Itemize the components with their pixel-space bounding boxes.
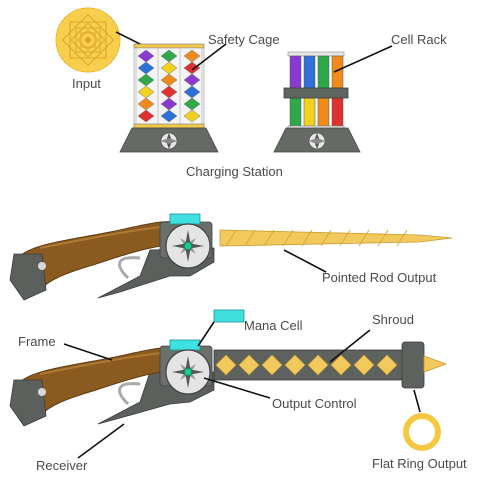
rod-stripe bbox=[320, 229, 332, 247]
flat-ring-output-label: Flat Ring Output bbox=[372, 456, 467, 471]
mana-cell-top bbox=[169, 213, 201, 225]
rod-stripe bbox=[244, 229, 256, 247]
shroud-window bbox=[284, 354, 306, 376]
charging-base-left bbox=[119, 127, 219, 153]
shroud-window bbox=[353, 354, 375, 376]
rod-stripe bbox=[225, 229, 237, 247]
rod-stripe bbox=[282, 229, 294, 247]
mana-cell-icon bbox=[213, 309, 245, 323]
shroud-window bbox=[376, 354, 398, 376]
shroud-label: Shroud bbox=[372, 312, 414, 327]
output-control-label: Output Control bbox=[272, 396, 357, 411]
shroud-window bbox=[330, 354, 352, 376]
cage-cell bbox=[183, 109, 201, 123]
cage-cell bbox=[160, 109, 178, 123]
rod-stripe bbox=[377, 229, 389, 247]
flat-ring-icon bbox=[403, 413, 441, 451]
rack-cell-bottom bbox=[317, 97, 330, 127]
cage-cell bbox=[137, 109, 155, 123]
rack-cell-top bbox=[289, 55, 302, 89]
wand-shroud bbox=[9, 339, 448, 427]
rack-cell-top bbox=[317, 55, 330, 89]
receiver-label: Receiver bbox=[36, 458, 88, 473]
input-disc bbox=[55, 7, 121, 73]
pointed-rod-output-label: Pointed Rod Output bbox=[322, 270, 437, 285]
safety-cage bbox=[133, 43, 205, 133]
safety-cage-label: Safety Cage bbox=[208, 32, 280, 47]
rack-cell-top bbox=[303, 55, 316, 89]
wand-pointed-rod bbox=[9, 213, 453, 301]
rack-cell-bottom bbox=[289, 97, 302, 127]
rack-cell-top bbox=[331, 55, 344, 89]
rack-cell-bottom bbox=[303, 97, 316, 127]
frame-label: Frame bbox=[18, 334, 56, 349]
shroud-window bbox=[215, 354, 237, 376]
rod-stripe bbox=[339, 229, 351, 247]
rod-stripe bbox=[396, 229, 408, 247]
rod-stripe bbox=[301, 229, 313, 247]
shroud-window bbox=[238, 354, 260, 376]
mana-cell-label: Mana Cell bbox=[244, 318, 303, 333]
cell-rack-label: Cell Rack bbox=[391, 32, 447, 47]
rack-cell-bottom bbox=[331, 97, 344, 127]
rod-stripe bbox=[263, 229, 275, 247]
charging-station-label: Charging Station bbox=[186, 164, 283, 179]
cell-rack bbox=[283, 51, 349, 131]
charging-base-right bbox=[273, 127, 361, 153]
shroud-window bbox=[261, 354, 283, 376]
shroud-window bbox=[307, 354, 329, 376]
input-label: Input bbox=[72, 76, 101, 91]
rod-stripe bbox=[358, 229, 370, 247]
